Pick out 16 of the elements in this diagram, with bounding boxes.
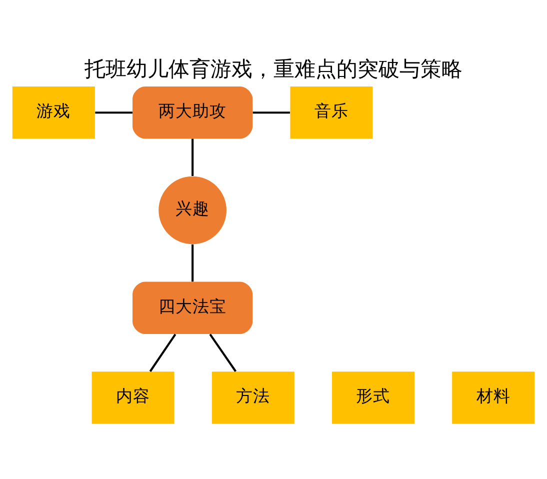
diagram-title: 托班幼儿体育游戏，重难点的突破与策略 bbox=[84, 57, 462, 82]
connector bbox=[149, 334, 176, 372]
connector bbox=[209, 334, 237, 372]
node-box: 四大法宝 bbox=[132, 282, 253, 334]
connector bbox=[252, 112, 290, 114]
connector bbox=[192, 244, 194, 282]
node-box: 方法 bbox=[212, 372, 294, 424]
node-box: 材料 bbox=[452, 372, 535, 424]
node-box: 形式 bbox=[332, 372, 414, 424]
connector bbox=[95, 112, 132, 114]
node-box: 两大助攻 bbox=[132, 86, 253, 139]
node-box: 内容 bbox=[92, 372, 174, 424]
node-circle: 兴趣 bbox=[158, 176, 226, 244]
connector bbox=[192, 138, 194, 176]
node-box: 游戏 bbox=[12, 86, 95, 139]
node-box: 音乐 bbox=[290, 86, 373, 139]
